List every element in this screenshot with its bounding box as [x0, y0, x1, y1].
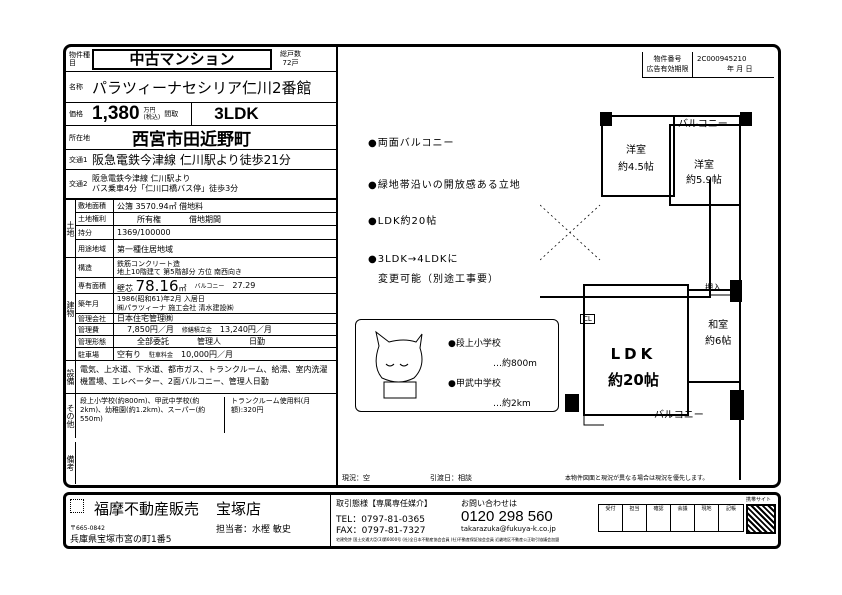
- email-link[interactable]: takarazuka@fukuya-k.co.jp: [461, 525, 556, 533]
- room-label: 洋室約4.5帖: [618, 145, 654, 173]
- company-logo-icon: [70, 499, 84, 513]
- feature-item: ●LDK約20帖: [368, 216, 438, 227]
- stamp-boxes: 受付 担当 確認 会議 現地 記帳: [598, 504, 744, 532]
- access2-row: 交通2 阪急電鉄今津線 仁川駅よりバス乗車4分「仁川口橋バス停」徒歩3分: [66, 170, 338, 200]
- building-section: 建物 構造鉄筋コンクリート造地上10階建て 第5階部分 方位 南西向き 専有面積…: [66, 258, 338, 361]
- remark-label: 備考: [66, 442, 76, 484]
- room-label: バルコニー: [654, 410, 704, 421]
- feature-item: ●両面バルコニー: [368, 138, 455, 149]
- room-label: 和室約6帖: [705, 320, 732, 347]
- feature-item: ●緑地帯沿いの開放感ある立地: [368, 180, 521, 191]
- floor-plan: [540, 112, 752, 480]
- equipment-section: 設備 電気、上水道、下水道、都市ガス、トランクルーム、給湯、室内洗濯機置場、エレ…: [66, 361, 338, 394]
- cat-mascot-icon: [375, 330, 423, 399]
- company-name: 福摩不動産販売: [94, 500, 200, 518]
- flyer-frame: [63, 44, 781, 488]
- feature-item: 変更可能（別途工事要）: [378, 274, 499, 285]
- price-row: 価格 1,380 万円(税込) 間取 3LDK: [66, 103, 338, 126]
- price: 1,380: [92, 103, 140, 124]
- name-row: 名称 パラツィーナセシリア仁川2番館: [66, 72, 338, 103]
- footer: 福摩不動産販売 宝塚店 〒665-0842 兵庫県宝塚市宮の町1番5 担当者：水…: [63, 492, 781, 549]
- property-name: パラツィーナセシリア仁川2番館: [92, 78, 312, 97]
- qr-code-icon[interactable]: [746, 504, 776, 534]
- room-label: バルコニー: [678, 119, 728, 130]
- room-label: CL: [580, 314, 595, 324]
- access1-row: 交通1 阪急電鉄今津線 仁川駅より徒歩21分: [66, 150, 338, 170]
- address-row: 所在地 西宮市田近野町: [66, 126, 338, 150]
- feature-item: ●3LDK→4LDKに: [368, 254, 459, 265]
- school-info-box: ●段上小学校 …約800m ●甲武中学校 …約2km: [355, 319, 559, 412]
- freedial-number[interactable]: 0120 298 560: [461, 508, 553, 525]
- other-section: その他 段上小学校(約800m)、甲武中学校(約2km)、幼稚園(約1.2km)…: [66, 394, 338, 484]
- room-label: 押入: [705, 283, 721, 292]
- room-label: 洋室約5.9帖: [686, 160, 722, 186]
